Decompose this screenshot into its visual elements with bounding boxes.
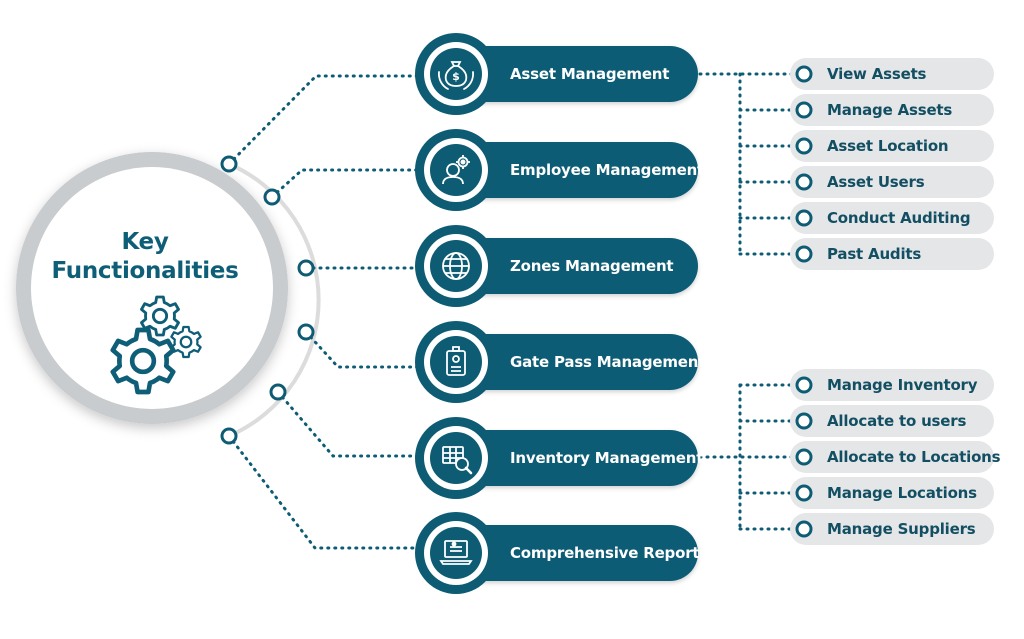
employee-gear-icon: [442, 155, 470, 185]
inventory-feature-pills: [790, 369, 994, 545]
report-laptop-icon: [439, 540, 473, 565]
feature-allocate-to-users[interactable]: Allocate to users: [827, 412, 967, 430]
inventory-search-icon: [442, 446, 473, 475]
feature-past-audits[interactable]: Past Audits: [827, 245, 922, 263]
id-badge-icon: [446, 346, 466, 376]
inventory-feature-pill[interactable]: [790, 477, 994, 509]
hub-title-line2: Functionalities: [51, 258, 239, 284]
inventory-feature-pill[interactable]: [790, 405, 994, 437]
feature-view-assets[interactable]: View Assets: [827, 65, 927, 83]
feature-manage-assets[interactable]: Manage Assets: [827, 101, 953, 119]
feature-manage-locations[interactable]: Manage Locations: [827, 484, 977, 502]
hub-title: Key Functionalities: [40, 228, 250, 286]
asset-feature-pill[interactable]: [790, 130, 994, 162]
asset-feature-pill[interactable]: [790, 202, 994, 234]
module-pills: [415, 33, 698, 594]
hub: [16, 152, 288, 424]
module-gate-pass-management[interactable]: [415, 321, 698, 403]
feature-conduct-auditing[interactable]: Conduct Auditing: [827, 209, 971, 227]
asset-feature-nodes: [795, 65, 813, 263]
feature-allocate-to-locations[interactable]: Allocate to Locations: [827, 448, 1001, 466]
asset-feature-pill[interactable]: [790, 58, 994, 90]
module-label-asset-management[interactable]: Asset Management: [510, 65, 670, 83]
asset-feature-pill[interactable]: [790, 94, 994, 126]
module-label-comprehensive-reports[interactable]: Comprehensive Reports: [510, 544, 709, 562]
hub-nodes: [220, 155, 315, 445]
feature-manage-suppliers[interactable]: Manage Suppliers: [827, 520, 976, 538]
dollar-bag-icon: $: [438, 61, 474, 90]
inventory-feature-nodes: [795, 376, 813, 538]
feature-asset-location[interactable]: Asset Location: [827, 137, 949, 155]
module-label-zones-management[interactable]: Zones Management: [510, 257, 674, 275]
svg-text:$: $: [452, 70, 460, 83]
asset-feature-pills: [790, 58, 994, 270]
module-asset-management[interactable]: [415, 33, 698, 115]
feature-manage-inventory[interactable]: Manage Inventory: [827, 376, 978, 394]
feature-asset-users[interactable]: Asset Users: [827, 173, 925, 191]
hub-connectors: [227, 74, 420, 550]
hub-title-line1: Key: [121, 229, 169, 255]
module-label-inventory-management[interactable]: Inventory Management: [510, 449, 704, 467]
module-comprehensive-reports[interactable]: [415, 512, 698, 594]
module-employee-management[interactable]: [415, 129, 698, 211]
inventory-feature-pill[interactable]: [790, 369, 994, 401]
asset-feature-pill[interactable]: [790, 238, 994, 270]
asset-feature-pill[interactable]: [790, 166, 994, 198]
module-label-employee-management[interactable]: Employee Management: [510, 161, 705, 179]
module-label-gate-pass-management[interactable]: Gate Pass Management: [510, 353, 706, 371]
inventory-feature-pill[interactable]: [790, 513, 994, 545]
branch-connectors: [698, 72, 797, 531]
globe-icon: [442, 252, 470, 280]
inventory-feature-pill[interactable]: [790, 441, 994, 473]
